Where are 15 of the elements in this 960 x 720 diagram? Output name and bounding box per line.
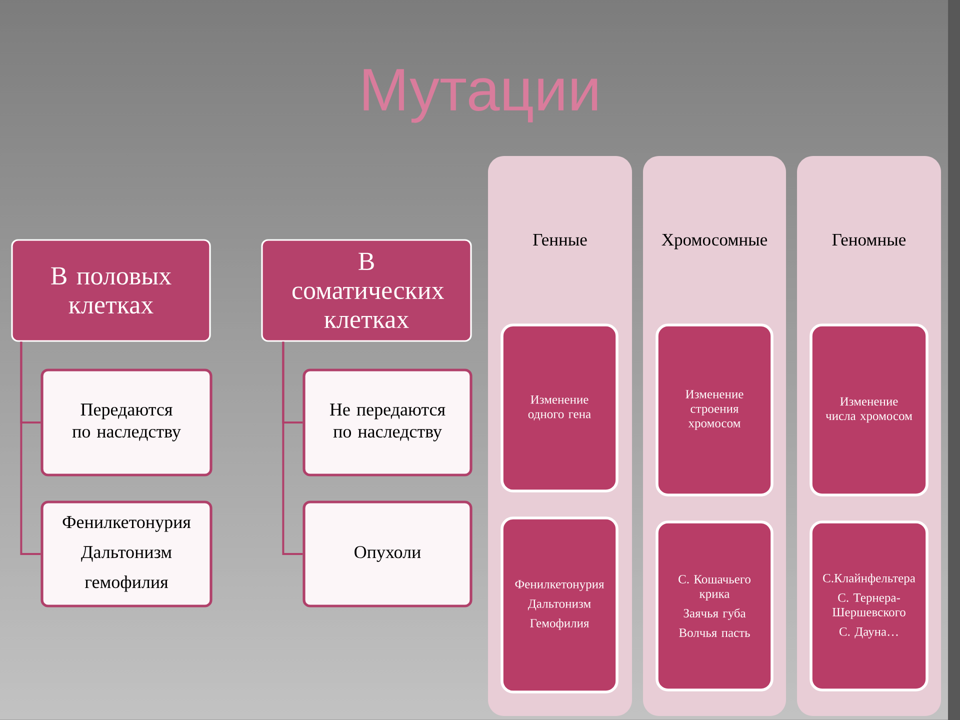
info-box: Опухоли bbox=[302, 500, 472, 608]
info-card: Фенилкетонурия Дальтонизм Гемофилия bbox=[500, 516, 618, 694]
info-card: С. Кошачьего крика Заячья губа Волчья пасть bbox=[656, 520, 774, 692]
heading-box: В соматических клетках bbox=[261, 239, 472, 342]
slide-title: Мутации bbox=[364, 69, 598, 123]
heading-box: В половых клетках bbox=[11, 239, 211, 342]
info-card: Изменение строения хромосом bbox=[656, 324, 774, 496]
connector-line bbox=[20, 342, 41, 555]
info-box: Передаются по наследству bbox=[40, 368, 212, 476]
info-box: Фенилкетонурия Дальтонизм гемофилия bbox=[40, 500, 212, 608]
info-card: Изменение одного гена bbox=[500, 324, 618, 492]
connector-line bbox=[282, 342, 303, 555]
info-card: Изменение числа хромосом bbox=[810, 324, 928, 496]
info-box: Не передаются по наследству bbox=[302, 368, 472, 476]
info-card: С.Клайнфельтера С. Тернера-Шершевского С. Дауна… bbox=[810, 520, 928, 692]
